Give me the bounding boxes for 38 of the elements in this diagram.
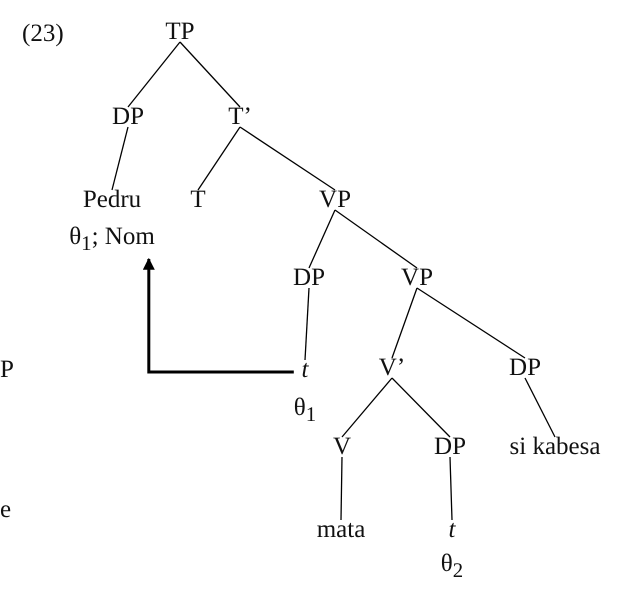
node-label: VP <box>319 186 351 214</box>
node-label: DP <box>112 103 144 131</box>
node-label: t <box>448 516 456 544</box>
annotation-label: θ$_{2}$ <box>440 550 464 584</box>
annotation-label: θ$_{1}$ <box>294 394 316 428</box>
branch-line <box>197 126 241 190</box>
branch-line <box>128 42 180 108</box>
node-label: DP <box>293 264 325 292</box>
branch-line <box>111 126 129 190</box>
branch-line <box>342 378 392 438</box>
branch-line <box>524 378 556 438</box>
node-label: t <box>302 356 308 384</box>
annotation-label: θ$_{1}$; Nom <box>69 223 155 257</box>
text-fragment: e <box>0 496 12 524</box>
node-label: T’ <box>228 103 252 131</box>
node-label: Pedru <box>82 186 142 214</box>
branch-line <box>304 288 310 360</box>
node-label: T <box>190 186 206 214</box>
example-number: (23) <box>22 20 64 48</box>
branch-line <box>334 209 418 269</box>
branch-line <box>340 456 343 520</box>
branch-line <box>392 378 450 438</box>
node-label: mata <box>316 516 366 544</box>
node-label: TP <box>165 18 195 46</box>
node-label: DP <box>434 433 466 461</box>
node-label: si kabesa <box>510 433 600 461</box>
node-label: VP <box>401 264 433 292</box>
node-label: DP <box>509 354 541 382</box>
text-fragment: P <box>0 356 14 384</box>
branch-line <box>240 126 336 191</box>
node-label: V <box>332 433 352 461</box>
node-label: V’ <box>378 354 406 382</box>
branch-line <box>180 42 240 108</box>
movement-arrow <box>142 258 294 374</box>
branch-line <box>449 456 453 520</box>
branch-line <box>416 287 526 359</box>
branch-line <box>308 210 336 268</box>
branch-line <box>391 288 418 358</box>
